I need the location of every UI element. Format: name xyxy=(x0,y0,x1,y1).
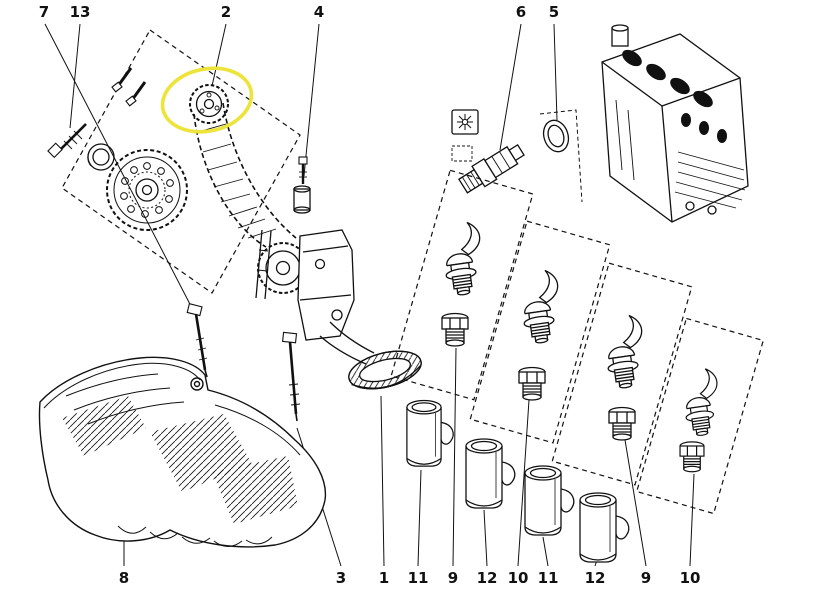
sleeve-12-left xyxy=(465,438,516,509)
callout-bottom-9-right: 9 xyxy=(640,569,652,587)
seal-ring xyxy=(87,143,115,171)
highlight-circle xyxy=(160,66,254,134)
cock-9-left xyxy=(438,220,488,347)
drive-chain xyxy=(193,102,297,248)
leader-lines xyxy=(44,23,695,567)
callout-bottom-10-right: 10 xyxy=(679,569,701,587)
sleeve-12-right xyxy=(579,492,630,563)
sleeve-11-right xyxy=(524,465,575,536)
callout-top-4: 4 xyxy=(313,3,325,21)
callout-top-6: 6 xyxy=(515,3,527,21)
callout-bottom-8: 8 xyxy=(118,569,130,587)
pickup-strainer xyxy=(348,350,422,390)
cock-10-left xyxy=(516,268,566,401)
callout-top-13: 13 xyxy=(69,3,91,21)
cock-9-right xyxy=(600,313,650,441)
large-sprocket xyxy=(106,149,188,231)
pressure-sensor xyxy=(451,109,525,194)
callout-top-2: 2 xyxy=(220,3,232,21)
stud-bolts xyxy=(111,67,147,107)
bolt-3 xyxy=(282,331,301,422)
callout-bottom-12-right: 12 xyxy=(584,569,606,587)
callout-bottom-10-left: 10 xyxy=(507,569,529,587)
oil-pump-assembly xyxy=(255,156,422,390)
sleeve-11-left xyxy=(406,399,454,467)
bolt-13 xyxy=(47,123,87,159)
part-4-plug xyxy=(293,156,311,214)
sensor-seal-ring xyxy=(539,109,583,203)
callout-top-5: 5 xyxy=(548,3,560,21)
callout-top-7: 7 xyxy=(38,3,50,21)
callout-bottom-9-left: 9 xyxy=(447,569,459,587)
callout-bottom-1: 1 xyxy=(378,569,390,587)
oil-pan xyxy=(38,356,327,548)
callout-bottom-11-right: 11 xyxy=(537,569,559,587)
callout-bottom-12-left: 12 xyxy=(476,569,498,587)
fitting-group-boxes xyxy=(390,169,764,515)
small-sprocket-part-2 xyxy=(189,84,229,124)
chain-kit-parts xyxy=(47,67,297,248)
cock-10-right xyxy=(679,366,725,473)
callout-bottom-3: 3 xyxy=(335,569,347,587)
chain-kit-group-box xyxy=(61,29,301,294)
bolt-7 xyxy=(186,303,208,378)
engine-block xyxy=(601,24,749,223)
callout-bottom-11-left: 11 xyxy=(407,569,429,587)
